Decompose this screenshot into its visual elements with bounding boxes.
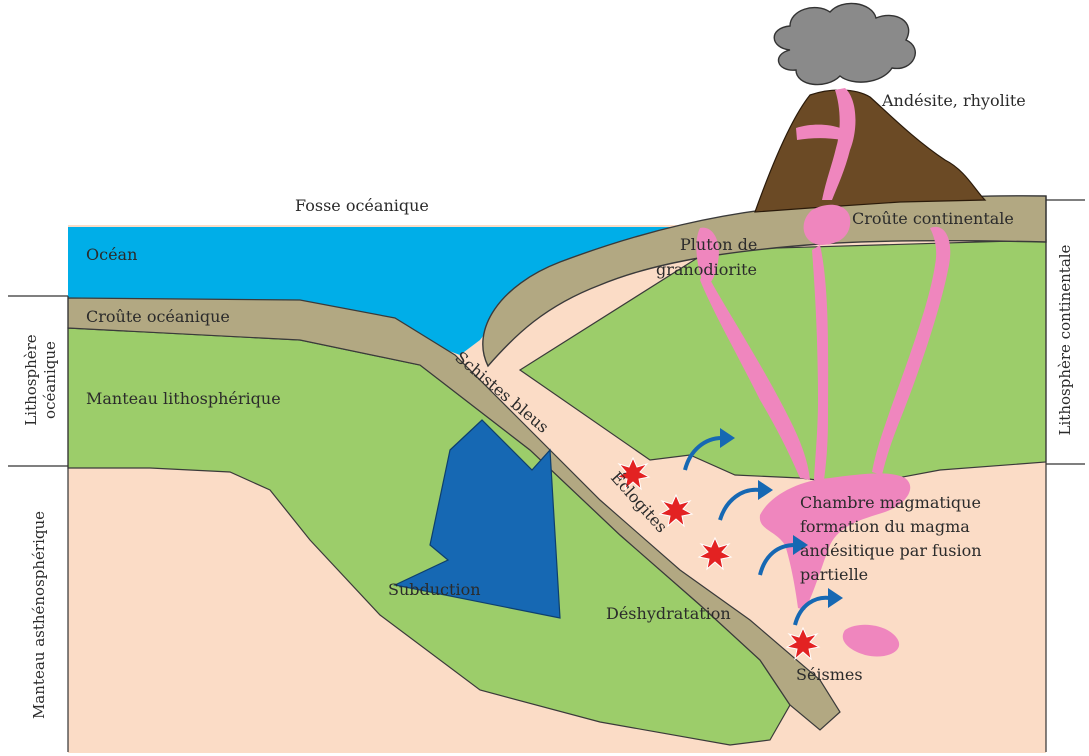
label-manteau-lithospherique: Manteau lithosphérique (86, 389, 281, 408)
ash-cloud-icon (774, 3, 915, 84)
label-lithosphere-continentale: Lithosphère continentale (1056, 244, 1074, 435)
label-croute-oceanique: Croûte océanique (86, 307, 230, 326)
label-lithosphere-oceanique-line1: Lithosphère (22, 334, 40, 425)
label-chambre-line2: formation du magma (800, 517, 970, 536)
label-ocean: Océan (86, 245, 137, 264)
label-pluton-line1: Pluton de (680, 235, 757, 254)
label-fosse-oceanique: Fosse océanique (295, 196, 429, 215)
label-andesite-rhyolite: Andésite, rhyolite (881, 91, 1026, 110)
label-lithosphere-oceanique-line2: océanique (41, 341, 59, 419)
label-chambre-line4: partielle (800, 565, 868, 584)
label-manteau-asthenospherique: Manteau asthénosphérique (30, 511, 48, 719)
label-croute-continentale: Croûte continentale (852, 209, 1014, 228)
label-subduction: Subduction (388, 580, 481, 599)
label-chambre-line1: Chambre magmatique (800, 493, 981, 512)
label-seismes: Séismes (796, 665, 863, 684)
label-deshydratation: Déshydratation (606, 604, 731, 623)
label-chambre-line3: andésitique par fusion (800, 541, 982, 560)
label-pluton-line2: granodiorite (656, 260, 757, 279)
